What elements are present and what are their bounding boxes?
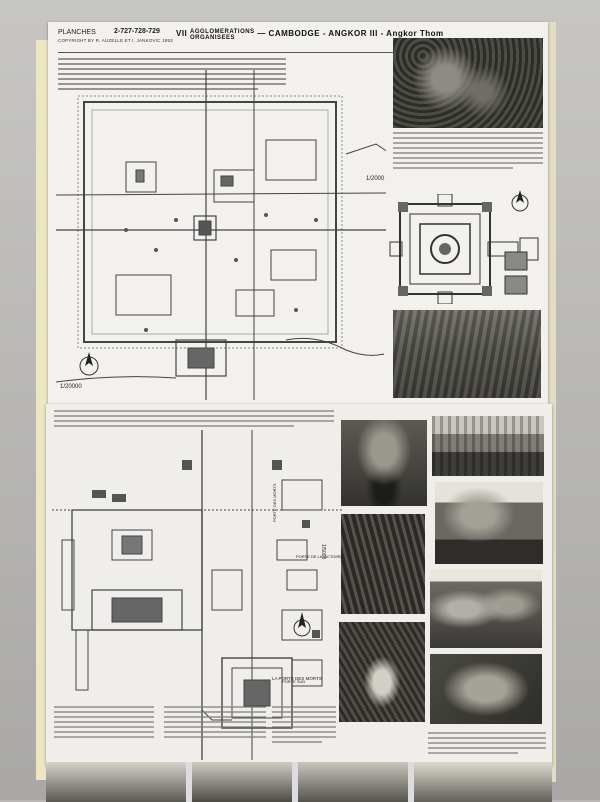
- angkor-thom-city-plan: [56, 70, 386, 400]
- intro-paragraph: [58, 56, 288, 96]
- porte-sud-label: PORTE SUD: [282, 679, 306, 684]
- photo-texture: [192, 762, 292, 802]
- text-lines: [54, 410, 334, 427]
- section-number: VII: [176, 29, 188, 38]
- photo-stone-faces: [430, 570, 542, 648]
- section-label: AGGLOMERATIONS ORGANISEES: [190, 29, 255, 41]
- photo-texture: [393, 310, 541, 398]
- plate-code: 2-727-728-729: [114, 28, 160, 35]
- bottom-sheet: PORTE DES MORTS PORTE DE LA VICTOIRE POR…: [46, 404, 552, 766]
- page-title: VII AGGLOMERATIONS ORGANISEES — CAMBODGE…: [176, 29, 444, 41]
- photo-texture: [414, 762, 552, 802]
- scale-vertical: 1/5000: [320, 544, 326, 560]
- top-sheet: PLANCHES 2-727-728-729 COPYRIGHT BY R. A…: [48, 22, 548, 404]
- copyright-line: COPYRIGHT BY R. AUZELLE ET I. JANKOVIC 1…: [58, 38, 173, 43]
- photo-texture: [341, 420, 427, 506]
- aerial-photo-bayon: [393, 38, 543, 128]
- photo-texture: [432, 416, 544, 476]
- photo-texture: [341, 514, 425, 614]
- photo-texture: [435, 482, 543, 564]
- text-lines: [428, 732, 546, 754]
- photo-texture: [393, 310, 541, 398]
- photo-texture: [46, 762, 186, 802]
- photo-ruins-landscape: [393, 310, 541, 398]
- section-title-line1: AGGLOMERATIONS: [190, 29, 255, 35]
- text-lines: [272, 706, 336, 743]
- strip-photo-1: [46, 762, 186, 802]
- text-lines: [58, 58, 286, 90]
- series-label: PLANCHES: [58, 29, 96, 36]
- header-bar: PLANCHES 2-727-728-729 COPYRIGHT BY R. A…: [58, 26, 538, 53]
- photo-texture: [393, 38, 543, 128]
- photo-forest-ruins: [341, 514, 425, 614]
- north-arrow-icon: [511, 190, 529, 212]
- photo-caption-text: [393, 130, 543, 178]
- porte-des-morts-caption: LA PORTE DES MORTS: [272, 676, 322, 681]
- photo-carved-stone-closeup: [430, 654, 542, 724]
- text-lines: [393, 132, 543, 169]
- photo-texture: [430, 570, 542, 648]
- lower-left-text: [54, 704, 266, 762]
- photo-grid-caption: [428, 730, 546, 764]
- photo-temple-terrace: [432, 416, 544, 476]
- photo-texture: [298, 762, 408, 802]
- text-lines: [54, 706, 266, 738]
- photo-seated-buddha: [339, 622, 425, 722]
- scale-bottom-left: 1/20000: [60, 384, 82, 390]
- lower-intro-paragraph: [54, 408, 334, 432]
- porte-victoire-label: PORTE DE LA VICTOIRE: [296, 554, 343, 559]
- strip-photo-4: [414, 762, 552, 802]
- next-page-photo-strip: [46, 762, 552, 802]
- photo-texture: [432, 416, 544, 476]
- photo-texture: [339, 622, 425, 722]
- lower-mid-text: [272, 704, 336, 762]
- title-separator: —: [257, 29, 266, 38]
- detail-square-icon: [504, 251, 528, 295]
- section-title-line2: ORGANISEES: [190, 35, 236, 41]
- page-edge-right: [546, 22, 556, 782]
- scale-top-right: 1/2000: [366, 176, 385, 182]
- north-arrow-icon: [79, 352, 99, 376]
- royal-palace-detailed-plan: [52, 430, 342, 760]
- photo-face-tower-gate: [341, 420, 427, 506]
- title-text: CAMBODGE - ANGKOR III - Angkor Thom: [268, 29, 444, 38]
- porte-morts-label: PORTE DES MORTS: [272, 483, 277, 522]
- strip-photo-3: [298, 762, 408, 802]
- north-arrow-icon: [293, 612, 311, 637]
- strip-photo-2: [192, 762, 292, 802]
- photo-texture: [430, 654, 542, 724]
- bayon-temple-plan: [389, 194, 539, 304]
- photo-face-towers-trees: [435, 482, 543, 564]
